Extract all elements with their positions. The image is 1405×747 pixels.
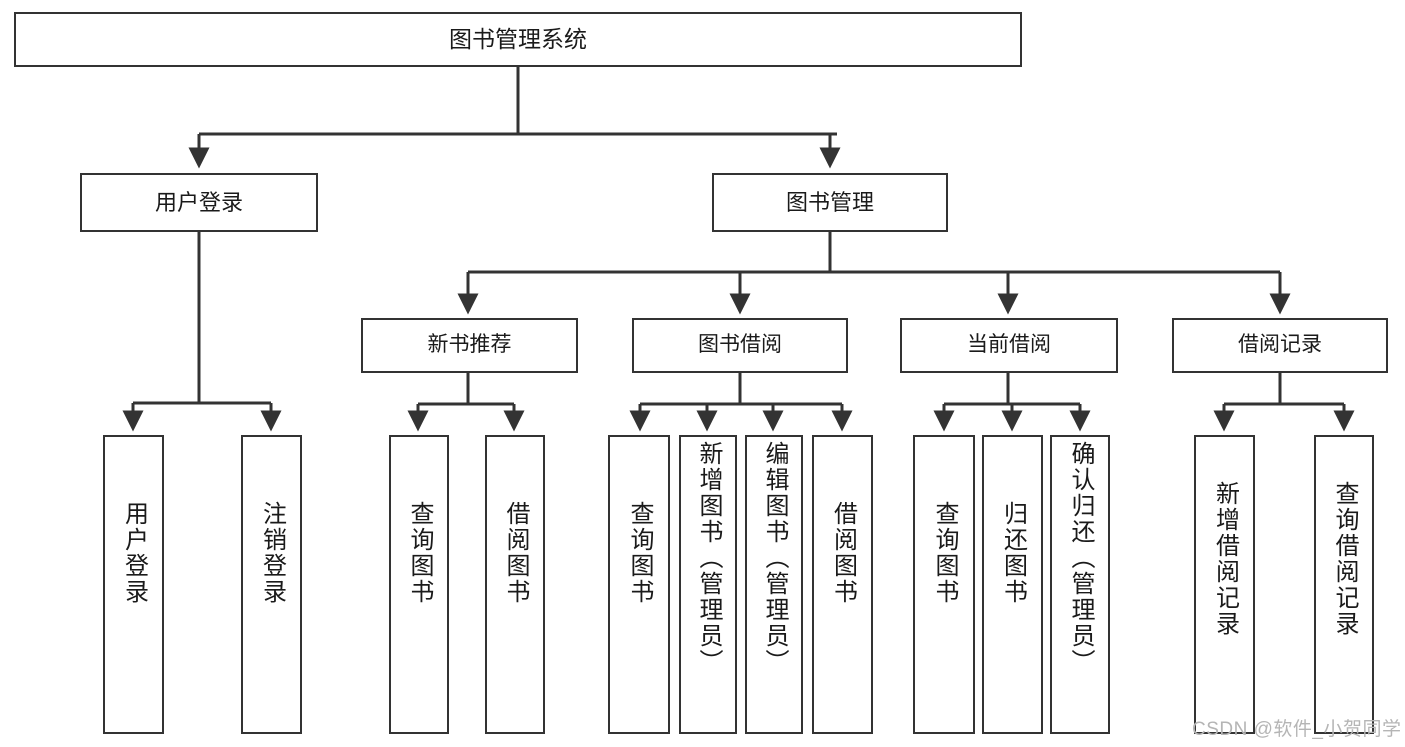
node-user-login[interactable]: 用户登录 [80, 173, 318, 232]
leaf-edit-book-admin-label: 编辑图书（管理员） [761, 441, 788, 675]
leaf-query-book-current[interactable]: 查询图书 [913, 435, 975, 734]
leaf-query-book-borrow-label: 查询图书 [626, 501, 653, 605]
node-borrow-record[interactable]: 借阅记录 [1172, 318, 1388, 373]
node-book-borrow[interactable]: 图书借阅 [632, 318, 848, 373]
leaf-return-book[interactable]: 归还图书 [982, 435, 1043, 734]
leaf-borrow-book-borrow-label: 借阅图书 [829, 501, 857, 605]
leaf-user-login-label: 用户登录 [120, 501, 148, 605]
node-book-management-label: 图书管理 [785, 189, 874, 215]
leaf-logout-label: 注销登录 [258, 501, 286, 605]
leaf-query-book-current-label: 查询图书 [931, 501, 958, 605]
leaf-query-borrow-record-label: 查询借阅记录 [1331, 481, 1358, 637]
leaf-add-borrow-record-label: 新增借阅记录 [1211, 481, 1239, 637]
node-root-label: 图书管理系统 [449, 25, 587, 52]
node-new-book-recommend[interactable]: 新书推荐 [361, 318, 578, 373]
node-borrow-record-label: 借阅记录 [1238, 333, 1322, 357]
leaf-add-book-admin-label: 新增图书（管理员） [695, 441, 722, 675]
leaf-query-book-recommend[interactable]: 查询图书 [389, 435, 449, 734]
leaf-query-book-recommend-label: 查询图书 [406, 501, 433, 605]
leaf-confirm-return-admin-label: 确认归还（管理员） [1067, 441, 1094, 675]
leaf-query-book-borrow[interactable]: 查询图书 [608, 435, 670, 734]
leaf-confirm-return-admin[interactable]: 确认归还（管理员） [1050, 435, 1110, 734]
node-user-login-label: 用户登录 [154, 189, 243, 215]
leaf-add-borrow-record[interactable]: 新增借阅记录 [1194, 435, 1255, 734]
leaf-add-book-admin[interactable]: 新增图书（管理员） [679, 435, 737, 734]
leaf-borrow-book-recommend[interactable]: 借阅图书 [485, 435, 545, 734]
node-current-borrow-label: 当前借阅 [967, 333, 1051, 357]
leaf-edit-book-admin[interactable]: 编辑图书（管理员） [745, 435, 803, 734]
leaf-borrow-book-borrow[interactable]: 借阅图书 [812, 435, 873, 734]
node-new-book-recommend-label: 新书推荐 [427, 333, 512, 357]
node-book-management[interactable]: 图书管理 [712, 173, 948, 232]
leaf-query-borrow-record[interactable]: 查询借阅记录 [1314, 435, 1374, 734]
leaf-user-login[interactable]: 用户登录 [103, 435, 164, 734]
leaf-logout[interactable]: 注销登录 [241, 435, 302, 734]
node-book-borrow-label: 图书借阅 [698, 333, 782, 357]
watermark: CSDN @软件_小贺同学 [1192, 719, 1402, 740]
leaf-return-book-label: 归还图书 [999, 501, 1027, 605]
leaf-borrow-book-recommend-label: 借阅图书 [502, 501, 529, 605]
node-current-borrow[interactable]: 当前借阅 [900, 318, 1118, 373]
node-root[interactable]: 图书管理系统 [14, 12, 1022, 67]
